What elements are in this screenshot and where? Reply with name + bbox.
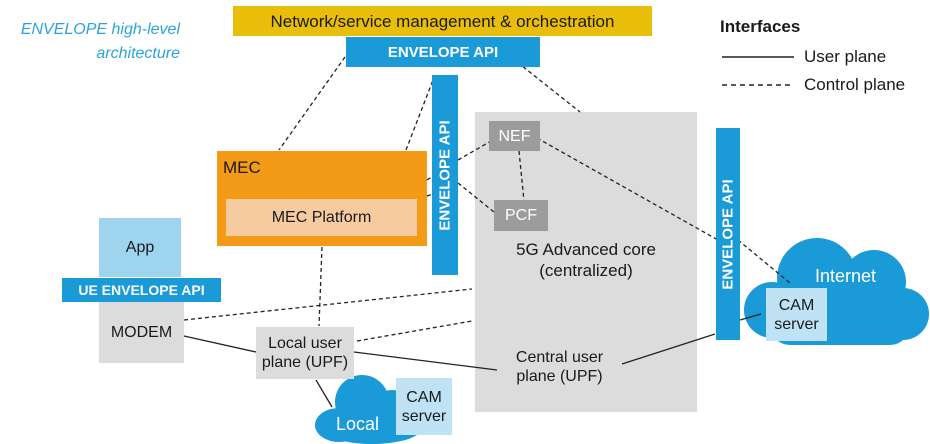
legend-control-plane-label: Control plane — [804, 75, 906, 94]
legend-title: Interfaces — [720, 17, 801, 36]
envelope-api-vertical-left: ENVELOPE API — [432, 75, 458, 275]
internet-cam-line-2: server — [774, 315, 819, 333]
local-upf-line-2: plane (UPF) — [261, 354, 349, 371]
legend: Interfaces — [720, 16, 800, 38]
envelope-api-vertical-right-label: ENVELOPE API — [719, 178, 737, 290]
caption-line-1: ENVELOPE high-level — [20, 21, 180, 38]
envelope-api-vertical-left-label: ENVELOPE API — [436, 119, 454, 231]
local-cloud-label: Local — [336, 414, 380, 434]
local-upf-line-1: Local user — [268, 335, 342, 352]
local-cam-line-2: server — [401, 407, 447, 425]
local-cam-server: CAM server — [396, 378, 452, 435]
ue-envelope-api: UE ENVELOPE API — [62, 278, 221, 302]
app-box: App — [99, 218, 181, 277]
envelope-api-vertical-right: ENVELOPE API — [716, 128, 740, 340]
mec-platform-box: MEC Platform — [226, 199, 417, 236]
caption-line-2: architecture — [96, 45, 180, 62]
internet-cam-server: CAM server — [766, 288, 827, 341]
local-upf-box: Local user plane (UPF) — [256, 327, 354, 379]
internet-cloud-label: Internet — [815, 266, 877, 286]
core-label-line-2: (centralized) — [539, 261, 633, 280]
nef-node: NEF — [489, 121, 540, 151]
envelope-api-top: ENVELOPE API — [346, 37, 540, 67]
central-upf-box: Central user plane (UPF) — [497, 341, 622, 393]
core-label-line-1: 5G Advanced core — [516, 240, 656, 259]
pcf-node: PCF — [494, 200, 548, 231]
orchestration-box: Network/service management & orchestrati… — [233, 6, 652, 36]
user-plane-links — [183, 313, 762, 408]
core-label: 5G Advanced core (centralized) — [476, 239, 696, 281]
internet-cam-line-1: CAM — [778, 296, 815, 314]
central-upf-line-2: plane (UPF) — [516, 368, 603, 385]
central-upf-line-1: Central user — [515, 349, 604, 366]
local-cam-line-1: CAM — [406, 388, 442, 406]
modem-box: MODEM — [99, 302, 184, 363]
legend-user-plane-label: User plane — [804, 47, 887, 66]
mec-label: MEC — [223, 158, 261, 177]
control-plane-links — [183, 56, 791, 342]
diagram-caption: ENVELOPE high-level architecture — [0, 18, 180, 66]
